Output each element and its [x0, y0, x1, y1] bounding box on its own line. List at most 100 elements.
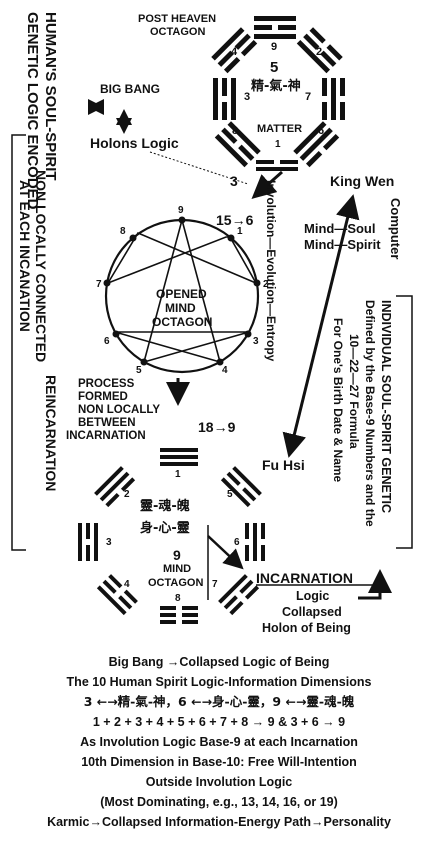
footer-line-7: Outside Involution Logic [145, 775, 293, 789]
footer-line-6: 10th Dimension in Base-10: Free Will-Int… [81, 755, 357, 769]
right-block-line2: Defined by the Base-9 Numbers and the [363, 300, 377, 527]
post-heaven-label-line2: OCTAGON [150, 26, 206, 38]
bottom-octagon-label1: MIND [163, 563, 192, 575]
trigram-bottom-southeast [218, 574, 260, 616]
right-block-line4: For One's Birth Date & Name [331, 318, 345, 483]
top-octagon-number-2: 2 [316, 46, 323, 58]
enneagram-number-1: 1 [237, 226, 243, 237]
enneagram [104, 216, 260, 374]
top-octagon-number-1: 1 [275, 139, 281, 150]
right-block-line3: 10—22—27 Formula [347, 334, 361, 449]
incarnation-line3: Holon of Being [262, 621, 351, 635]
computer-label: Computer [388, 198, 403, 260]
bottom-octagon-number-7: 7 [212, 579, 218, 590]
enneagram-number-7: 7 [96, 279, 102, 290]
mind-spirit-label: Mind—Spirit [304, 237, 381, 252]
arrow-15-6: 15→6 [216, 212, 254, 228]
top-octagon-number-4: 4 [231, 46, 238, 58]
top-octagon-center-number: 5 [270, 59, 279, 76]
incarnation-line1: Logic [296, 589, 330, 603]
left-bracket [11, 134, 26, 551]
trigram-top-south [256, 160, 298, 171]
bottom-octagon-number-8: 8 [175, 593, 181, 604]
vertical-reincarnation: REINCARNATION [43, 375, 59, 492]
trigram-top-northeast [296, 27, 343, 74]
bottom-octagon-number-6: 6 [234, 537, 240, 548]
footer-line-2: The 10 Human Spirit Logic-Information Di… [66, 675, 372, 689]
footer-line-1: Big Bang →Collapsed Logic of Being [108, 655, 330, 669]
trigram-top-west [213, 78, 236, 120]
bottom-octagon-label2: OCTAGON [148, 577, 204, 589]
enneagram-number-4: 4 [222, 365, 228, 376]
footer-line-4: 1 + 2 + 3 + 4 + 5 + 6 + 7 + 8 → 9 & 3 + … [92, 715, 346, 729]
right-block-line1: INDIVIDUAL SOUL-SPIRIT GENETIC [379, 300, 393, 513]
bottom-octagon-number-5: 5 [227, 489, 233, 500]
trigram-bottom-northwest [94, 466, 136, 508]
bottom-octagon-number-3: 3 [106, 537, 112, 548]
enneagram-label-line2: MIND [165, 301, 196, 315]
top-octagon-number-7: 7 [305, 91, 312, 103]
top-octagon-cjk: 精-氣-神 [251, 79, 301, 94]
big-bang-label: BIG BANG [100, 82, 160, 96]
enneagram-number-9: 9 [178, 205, 184, 216]
incarnation-line2: Collapsed [282, 605, 342, 619]
process-line5: INCARNATION [66, 430, 146, 442]
enneagram-number-8: 8 [120, 226, 126, 237]
trigram-bottom-north [160, 448, 198, 466]
bottom-octagon-number-4: 4 [124, 579, 130, 590]
bottom-octagon-cjk2: 身-心-靈 [140, 521, 190, 536]
enneagram-label-line1: OPENED [156, 287, 207, 301]
incarnation-elbow-arrow [358, 569, 392, 600]
top-octagon-number-6: 6 [318, 125, 325, 137]
bottom-octagon-cjk1: 靈-魂-魄 [140, 499, 190, 514]
arrow-18-9: 18→9 [198, 419, 236, 435]
enneagram-label-line3: OCTAGON [152, 315, 213, 329]
footer-line-8: (Most Dominating, e.g., 13, 14, 16, or 1… [100, 795, 338, 809]
footer-line-9: Karmic→Collapsed Information-Energy Path… [47, 815, 391, 829]
vertical-nonlocal-line2: AT EACH INCANATION [17, 180, 33, 332]
trigram-bottom-east [245, 523, 265, 561]
process-line4: BETWEEN [78, 417, 136, 429]
trigram-bottom-south [160, 606, 198, 624]
trigram-top-east [322, 78, 345, 120]
trigram-top-southeast [293, 121, 340, 168]
mind-soul-label: Mind—Soul [304, 221, 376, 236]
octagon-to-incarnation-arrow [207, 535, 244, 570]
right-bracket [396, 295, 413, 549]
vertical-title-line1: HUMAN'S SOUL-SPIRIT [42, 12, 59, 181]
bottom-octagon-number-2: 2 [124, 489, 130, 500]
trigram-bottom-northeast [220, 466, 262, 508]
incarnation-title: INCARNATION [256, 570, 353, 586]
trigram-top-southwest [214, 121, 261, 168]
top-octagon-number-3: 3 [244, 91, 251, 103]
octagon-down-arrow [251, 170, 283, 199]
holons-dotted-line [149, 151, 249, 185]
enneagram-number-5: 5 [136, 365, 142, 376]
footer-line-3: 3 ←→精-氣-神，6 ←→身-心-靈，9 ←→靈-魂-魄 [83, 694, 355, 709]
kingwen-fuhsi-arrow [282, 194, 360, 458]
process-line1: PROCESS [78, 378, 135, 390]
process-line3: NON LOCALLY [78, 404, 160, 416]
holons-logic-label: Holons Logic [90, 135, 179, 151]
vertical-nonlocal-line1: NON LOCALLY CONNECTED [33, 170, 49, 363]
enneagram-number-2: 2 [263, 279, 269, 290]
enneagram-number-3: 3 [253, 336, 259, 347]
trigram-top-north [254, 16, 296, 39]
trigram-bottom-west [78, 523, 98, 561]
trigram-top-northwest [211, 27, 258, 74]
footer-line-5: As Involution Logic Base-9 at each Incar… [80, 735, 358, 749]
involution-label: Involution—Evolution—Entropy [264, 180, 278, 362]
bottom-octagon-number-1: 1 [175, 469, 181, 480]
process-line2: FORMED [78, 391, 128, 403]
post-heaven-label-line1: POST HEAVEN [138, 13, 217, 25]
trigram-bottom-southwest [96, 574, 138, 616]
enneagram-number-6: 6 [104, 336, 110, 347]
top-octagon-number-9: 9 [271, 41, 278, 53]
bottom-octagon-center-number: 9 [173, 547, 181, 563]
matter-label: MATTER [257, 123, 303, 135]
three-label: 3 [230, 173, 238, 189]
fu-hsi-label: Fu Hsi [262, 457, 305, 473]
king-wen-label: King Wen [330, 173, 395, 189]
top-octagon-number-8: 8 [232, 125, 239, 137]
